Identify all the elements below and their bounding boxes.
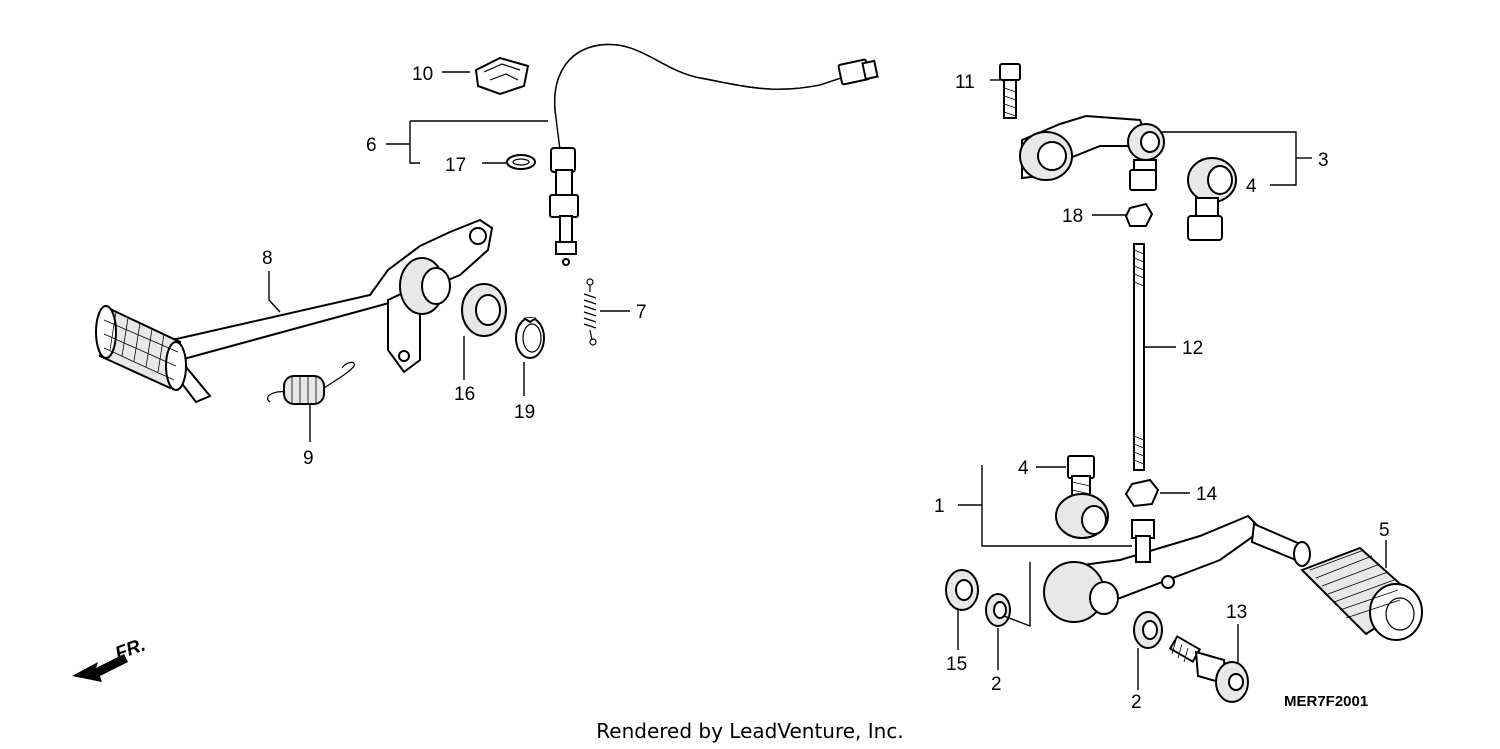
callout-16: 16 xyxy=(454,384,475,405)
tie-rod-joint-lower[interactable] xyxy=(1055,455,1109,539)
tie-rod-joint-upper[interactable] xyxy=(1187,157,1237,241)
washer-15[interactable] xyxy=(945,569,979,611)
nut-18[interactable] xyxy=(1124,202,1154,227)
wire-clip-17[interactable] xyxy=(506,154,536,170)
brake-pedal[interactable] xyxy=(95,218,494,404)
callout-14: 14 xyxy=(1196,484,1218,505)
footer-credit: Rendered by LeadVenture, Inc. xyxy=(596,719,903,743)
gearshift-arm[interactable] xyxy=(1019,114,1165,191)
callout-13: 13 xyxy=(1226,602,1247,623)
callout-labels: 10 6 17 7 8 9 16 19 11 3 4 18 12 4 14 1 … xyxy=(262,64,1390,713)
dust-seal-2-right[interactable] xyxy=(1133,611,1163,649)
callout-12: 12 xyxy=(1182,338,1203,359)
callout-2-left: 2 xyxy=(991,674,1002,695)
front-direction-arrow: FR. xyxy=(72,634,148,682)
stop-switch-spring[interactable] xyxy=(583,278,597,346)
stop-switch-wire-harness[interactable] xyxy=(549,43,879,266)
callout-9: 9 xyxy=(303,448,314,469)
wire-clamp-10[interactable] xyxy=(474,56,530,96)
callout-15: 15 xyxy=(946,654,967,675)
diagram-code: MER7F2001 xyxy=(1284,693,1368,710)
callout-5: 5 xyxy=(1379,520,1390,541)
dust-seal-2-left[interactable] xyxy=(985,593,1011,627)
washer-16[interactable] xyxy=(461,283,507,337)
pedal-pivot-bolt[interactable] xyxy=(1168,635,1249,703)
callout-7: 7 xyxy=(636,302,647,323)
callout-3: 3 xyxy=(1318,150,1329,171)
direction-label: FR. xyxy=(113,634,149,664)
gearshift-pedal[interactable] xyxy=(1043,514,1311,623)
callout-1: 1 xyxy=(934,496,945,517)
callout-6: 6 xyxy=(366,135,377,156)
callout-11: 11 xyxy=(955,72,975,93)
callout-17: 17 xyxy=(445,155,466,176)
callout-8: 8 xyxy=(262,248,273,269)
callout-18: 18 xyxy=(1062,206,1083,227)
circlip-19[interactable] xyxy=(515,317,545,359)
callout-4-lower: 4 xyxy=(1018,458,1029,479)
bolt-11[interactable] xyxy=(999,63,1021,119)
callout-10: 10 xyxy=(412,64,433,85)
gearshift-rubber[interactable] xyxy=(1300,546,1423,641)
callout-19: 19 xyxy=(514,402,535,423)
callout-4-upper: 4 xyxy=(1246,176,1257,197)
callout-2-right: 2 xyxy=(1131,692,1142,713)
leader-lines xyxy=(268,71,1387,690)
nut-14[interactable] xyxy=(1124,478,1160,508)
shift-tie-rod[interactable] xyxy=(1133,243,1145,471)
pedal-return-spring[interactable] xyxy=(267,361,355,405)
